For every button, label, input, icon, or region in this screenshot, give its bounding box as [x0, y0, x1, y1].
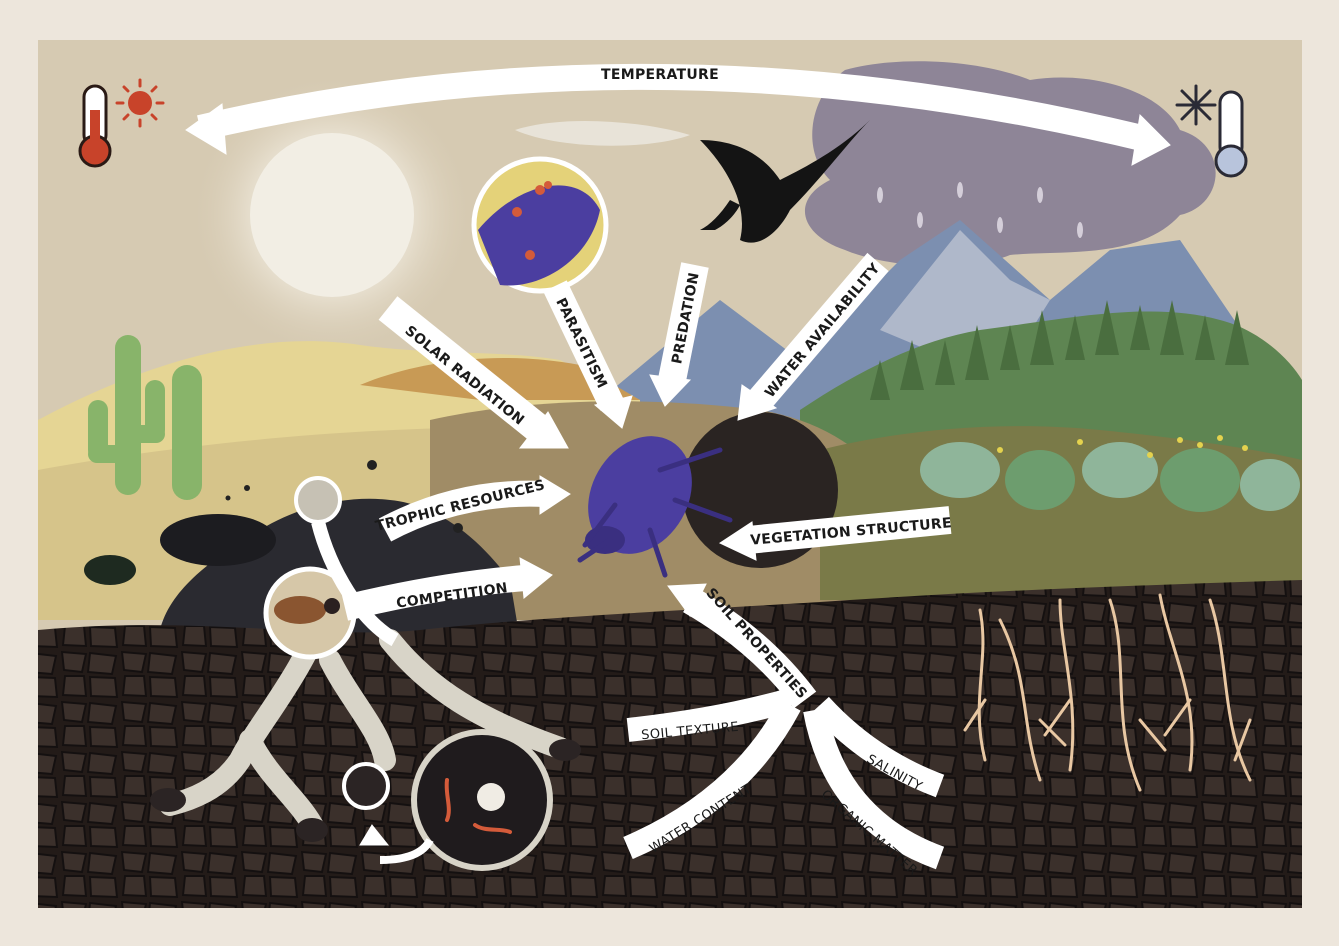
beetle-small — [84, 555, 136, 585]
soil — [38, 580, 1302, 908]
temperature-label: TEMPERATURE — [601, 67, 719, 83]
fly-inset — [296, 478, 340, 522]
thermometer-cold-icon — [1216, 92, 1246, 176]
snowflake-icon — [1177, 86, 1215, 124]
parasitism-inset — [474, 159, 606, 291]
sun-icon — [117, 80, 163, 126]
brood-ball-inset — [344, 764, 388, 808]
dung-pat — [160, 514, 276, 566]
sun — [250, 133, 414, 297]
thermometer-hot-icon — [80, 86, 110, 166]
larva-inset — [414, 732, 550, 868]
